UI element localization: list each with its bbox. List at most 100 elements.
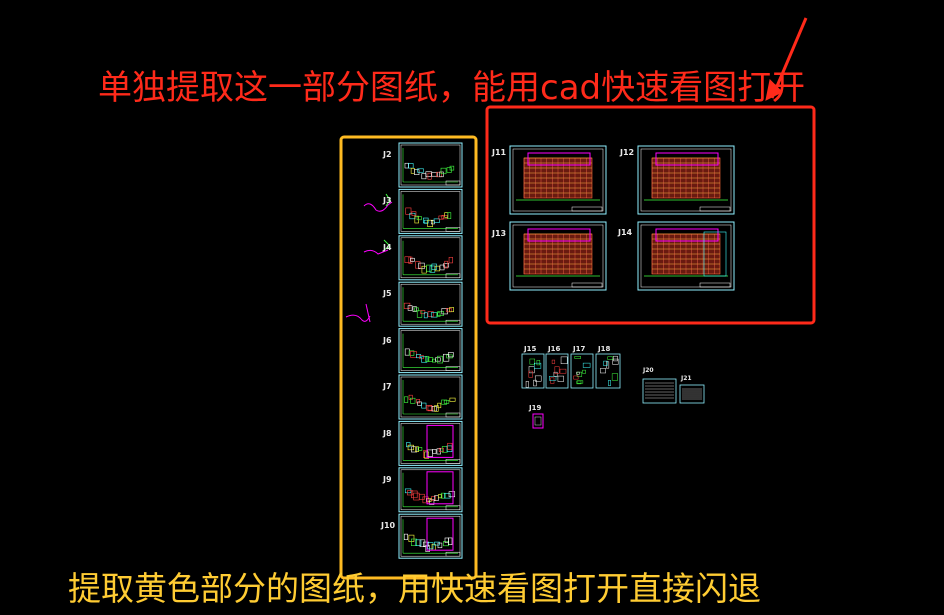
sheet-frame-col-2 [398,142,463,188]
revision-cloud [345,314,371,322]
plan-room [423,219,429,224]
plan-room [427,449,434,457]
plan-room [411,538,417,546]
detail-mark [576,371,580,375]
plan-room [437,542,443,549]
plan-room [408,350,415,356]
plan-room [427,357,434,362]
plan-room [432,449,437,454]
plan-room [404,256,411,263]
plan-room [447,212,452,219]
title-block [571,282,603,288]
plan-room [427,542,434,550]
detail-mark [573,375,579,380]
plan-room [439,171,444,178]
revision-cloud [363,249,389,255]
plan-room [415,261,421,269]
plan-room [434,405,439,412]
sheet-inner-col-4 [400,237,461,279]
plan-room [431,406,437,412]
plan-room [411,490,418,499]
plan-room [410,168,415,174]
plan-room [404,348,410,356]
magenta-region [527,228,591,242]
big-sheet-frame [509,221,607,291]
title-block [445,273,461,279]
plan-room [448,491,456,498]
sheet-label-j13: J13 [492,229,507,238]
plan-room [410,351,417,358]
small-sheet-frame-j19 [532,413,544,429]
plan-room [430,312,438,318]
plan-room [427,405,434,412]
sheet-label-j20: J20 [643,367,654,374]
plan-room [436,171,442,178]
title-block [445,227,461,232]
title-block [445,412,461,418]
plan-room [441,308,448,315]
sheet-label-j17: J17 [573,345,586,353]
detail-mark [557,375,564,382]
detail-mark [550,377,555,384]
plan-room [416,216,422,221]
plan-room [421,356,428,363]
small-sheet-frame [570,353,594,389]
detail-mark [560,356,568,364]
plan-room [444,260,449,269]
plan-room [433,218,440,223]
title-block [445,505,461,511]
plan-room [431,263,437,270]
red-arrow-shaft [770,17,808,99]
plan-room [440,167,447,175]
sheet-label-j14: J14 [618,228,633,237]
detail-mark [612,358,619,365]
plan-room [437,311,444,316]
sheet-inner-col-5 [400,283,461,325]
sheet-frame-col-5 [398,281,463,327]
sheet-inner-col-2 [400,144,461,186]
red-arrow-head [765,78,783,101]
plan-room [408,256,413,264]
detail-mark [574,356,581,359]
plan-room [417,168,424,173]
small-sheet-frame [521,353,545,389]
title-block [445,366,461,371]
sheet-frame-col-9 [398,467,463,513]
plan-room [449,165,455,171]
plan-room [447,442,453,450]
sheet-label-j15: J15 [524,345,537,353]
big-sheet-inner [512,224,604,288]
title-block [445,551,461,557]
plan-room [449,307,454,313]
detail-mark [603,360,608,366]
sheet-label-j12: J12 [620,148,635,157]
plan-room [418,262,425,270]
big-sheet-inner [640,148,732,212]
plan-room [444,493,451,499]
plan-room [440,492,446,499]
plan-room [427,311,434,317]
plan-room [411,211,417,216]
magenta-region [426,471,454,505]
plan-room [414,307,419,312]
revision-cloud [363,201,393,212]
detail-mark [582,369,586,374]
plan-room [443,399,450,404]
title-block [445,180,461,186]
detail-mark [528,370,533,378]
big-sheet-frame [637,145,735,215]
sheet-label-j7: J7 [383,382,392,391]
plan-room [427,219,433,227]
detail-mark [525,381,529,388]
plan-room [421,402,427,409]
big-sheet-inner [512,148,604,212]
revision-leader [365,303,371,323]
plan-room [443,541,450,547]
sheet-label-j5: J5 [383,289,392,298]
plan-room [407,490,414,496]
plan-room [407,305,413,311]
plan-room [446,308,452,313]
detail-mark [533,379,537,387]
